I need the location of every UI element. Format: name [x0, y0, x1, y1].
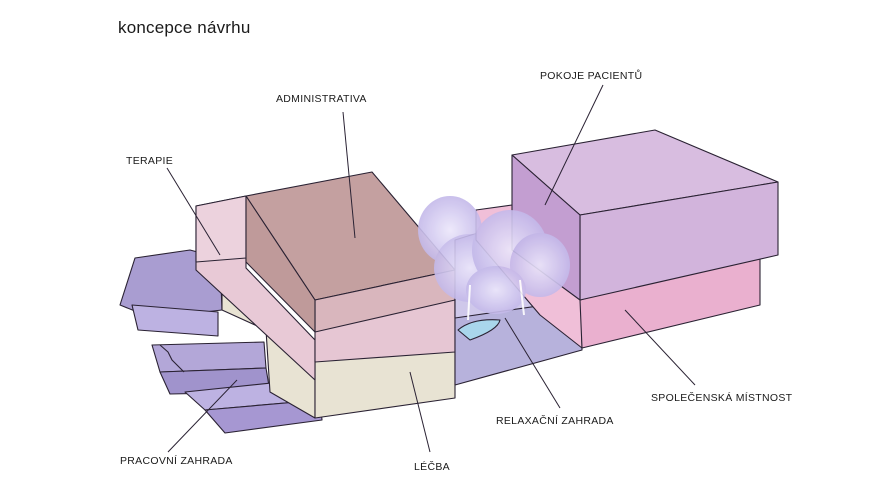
- leader-spolecenska: [624, 309, 696, 386]
- tree-cluster: [418, 196, 570, 321]
- label-terapie: TERAPIE: [126, 155, 174, 167]
- diagram-title: koncepce návrhu: [118, 18, 251, 37]
- label-lecba: LÉČBA: [414, 461, 450, 473]
- leader-terapie: [166, 167, 221, 256]
- leader-relaxacni: [504, 317, 561, 409]
- administrativa-block: [245, 171, 456, 333]
- label-administrativa: ADMINISTRATIVA: [276, 93, 367, 105]
- leader-pokoje: [544, 84, 604, 206]
- leader-lecba: [409, 371, 431, 453]
- leader-administrativa: [342, 111, 356, 239]
- label-relaxacni-zahrada: RELAXAČNÍ ZAHRADA: [496, 415, 614, 427]
- label-pracovni-zahrada: PRACOVNÍ ZAHRADA: [120, 455, 233, 467]
- label-pokoje-pacientu: POKOJE PACIENTŮ: [540, 70, 643, 82]
- label-spolecenska-mistnost: SPOLEČENSKÁ MÍSTNOST: [651, 392, 793, 404]
- leader-pracovni: [167, 379, 238, 453]
